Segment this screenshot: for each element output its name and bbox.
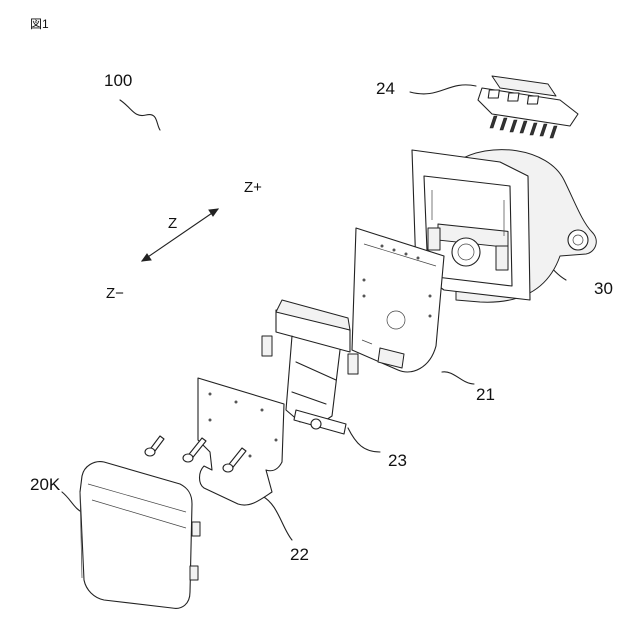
label-30: 30 — [594, 280, 613, 297]
label-20k: 20K — [30, 476, 60, 493]
label-23: 23 — [388, 452, 407, 469]
axis-label-z-minus: Z− — [106, 286, 124, 301]
board-22-part — [198, 378, 284, 505]
leader-24 — [410, 85, 476, 94]
leader-100 — [120, 100, 160, 130]
axis-label-z: Z — [168, 216, 177, 231]
leader-21 — [442, 372, 474, 384]
z-axis-arrow — [142, 209, 218, 261]
axis-label-z-plus: Z+ — [244, 180, 262, 195]
label-24: 24 — [376, 80, 395, 97]
cover-20k-part — [80, 462, 200, 609]
connector-24-part — [478, 76, 578, 138]
label-21: 21 — [476, 386, 495, 403]
figure-caption: 図1 — [30, 18, 49, 30]
label-22: 22 — [290, 546, 309, 563]
leader-23 — [348, 428, 380, 452]
label-100: 100 — [104, 72, 132, 89]
leader-22 — [262, 496, 292, 540]
